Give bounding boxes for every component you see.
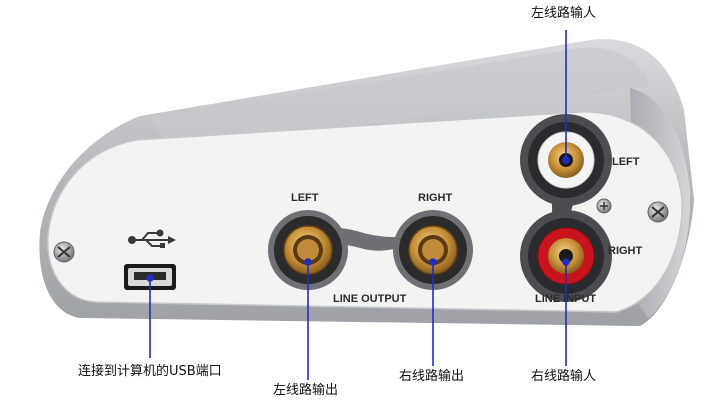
ground-screw: [596, 198, 612, 214]
callout-lines: [146, 30, 570, 380]
callout-line-out-right: 右线路输出: [399, 369, 465, 384]
screw-left: [53, 241, 75, 263]
callout-line-out-left: 左线路输出: [273, 383, 339, 398]
screw-right: [647, 201, 669, 223]
chassis-top-sheen: [150, 47, 650, 150]
line-input-left-label: LEFT: [612, 156, 640, 168]
callout-line-in-right: 右线路输人: [531, 369, 597, 384]
line-output-section-label: LINE OUTPUT: [333, 293, 407, 305]
line-output-left-jack: [268, 210, 348, 290]
callout-usb-port: 连接到计算机的USB端口: [78, 364, 222, 379]
callout-line-in-left: 左线路输人: [531, 6, 597, 21]
usb-icon: [128, 229, 176, 248]
line-output-left-label: LEFT: [291, 192, 319, 204]
line-output-right-label: RIGHT: [418, 192, 453, 204]
line-input-right-rca: [520, 210, 612, 302]
line-output-right-jack: [393, 210, 473, 290]
line-input-right-label: RIGHT: [608, 245, 643, 257]
